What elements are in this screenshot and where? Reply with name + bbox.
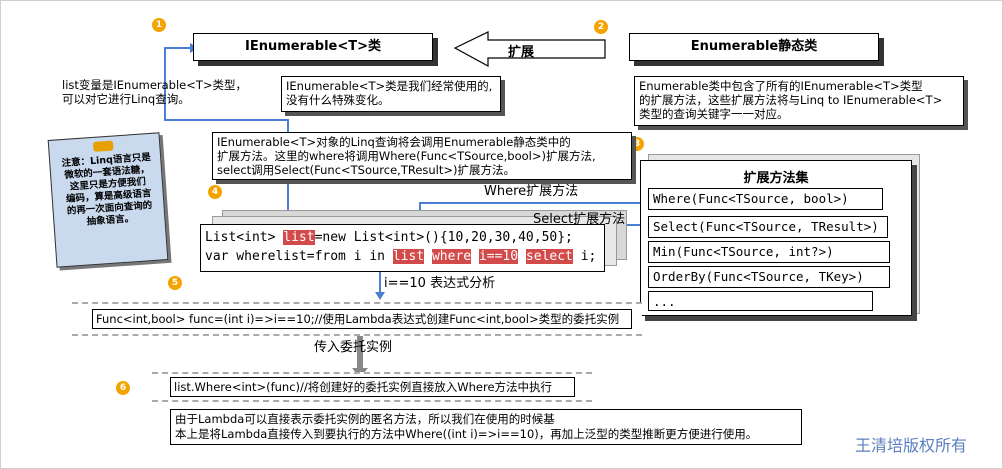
extension-arrow-label: 扩展 xyxy=(508,45,535,60)
where-highlight: where xyxy=(431,249,472,264)
expr-highlight: i==10 xyxy=(478,249,519,264)
step-badge-1: 1 xyxy=(152,18,166,32)
method-set-panel: 扩展方法集 xyxy=(640,160,912,316)
select-ext-label: Select扩展方法 xyxy=(533,212,626,227)
step-badge-6: 6 xyxy=(116,381,130,395)
method-select: Select(Func<TSource, TResult>) xyxy=(648,216,888,238)
ienumerable-common-note: IEnumerable<T>类是我们经常使用的, 没有什么特殊变化。 xyxy=(281,76,501,112)
method-min: Min(Func<TSource, int?>) xyxy=(648,241,890,263)
step-badge-2: 2 xyxy=(594,20,608,34)
step-badge-3: 3 xyxy=(630,137,644,151)
lambda-note: 由于Lambda可以直接表示委托实例的匿名方法，所以我们在使用的时候基 本上是将… xyxy=(170,409,802,445)
method-orderby: OrderBy(Func<TSource, TKey>) xyxy=(648,266,890,288)
method-more: ... xyxy=(648,291,873,311)
method-set-title: 扩展方法集 xyxy=(743,171,809,186)
enumerable-contains-note: Enumerable类中包含了所有的IEnumerable<T>类型 的扩展方法… xyxy=(634,76,964,126)
code-line-1: List<int> list=new List<int>(){10,20,30,… xyxy=(205,230,573,245)
ienumerable-box: IEnumerable<T>类 xyxy=(193,33,433,61)
where-ext-label: Where扩展方法 xyxy=(484,184,579,199)
func-line: Func<int,bool> func=(int i)=>i==10;//使用L… xyxy=(92,309,632,329)
where-call-line: list.Where<int>(func)//将创建好的委托实例直接放入Wher… xyxy=(170,377,575,397)
step-badge-4: 4 xyxy=(208,185,222,199)
method-where: Where(Func<TSource, bool>) xyxy=(648,188,883,210)
code-block: List<int> list=new List<int>(){10,20,30,… xyxy=(200,224,605,272)
sticky-note-text: 注意：Linq语言只是 微软的一套语法糖， 这里只是方便我们 编码，算是高级语言… xyxy=(61,151,153,228)
pass-delegate-label: 传入委托实例 xyxy=(314,340,393,355)
watermark: 王清培版权所有 xyxy=(855,436,968,455)
list-var-note: list变量是IEnumerable<T>类型， 可以对它进行Linq查询。 xyxy=(62,78,248,106)
linq-call-note: IEnumerable<T>对象的Linq查询将会调用Enumerable静态类… xyxy=(212,132,632,180)
extension-arrow-shape xyxy=(453,31,606,68)
sticky-note: 注意：Linq语言只是 微软的一套语法糖， 这里只是方便我们 编码，算是高级语言… xyxy=(47,132,169,268)
pin-icon xyxy=(92,140,114,152)
list-highlight: list xyxy=(283,230,315,245)
enumerable-static-box: Enumerable静态类 xyxy=(629,33,879,61)
select-highlight: select xyxy=(525,249,573,264)
expr-analysis-label: i==10 表达式分析 xyxy=(384,276,496,291)
step-badge-5: 5 xyxy=(168,276,182,290)
code-line-2: var wherelist=from i in list where i==10… xyxy=(205,249,597,264)
